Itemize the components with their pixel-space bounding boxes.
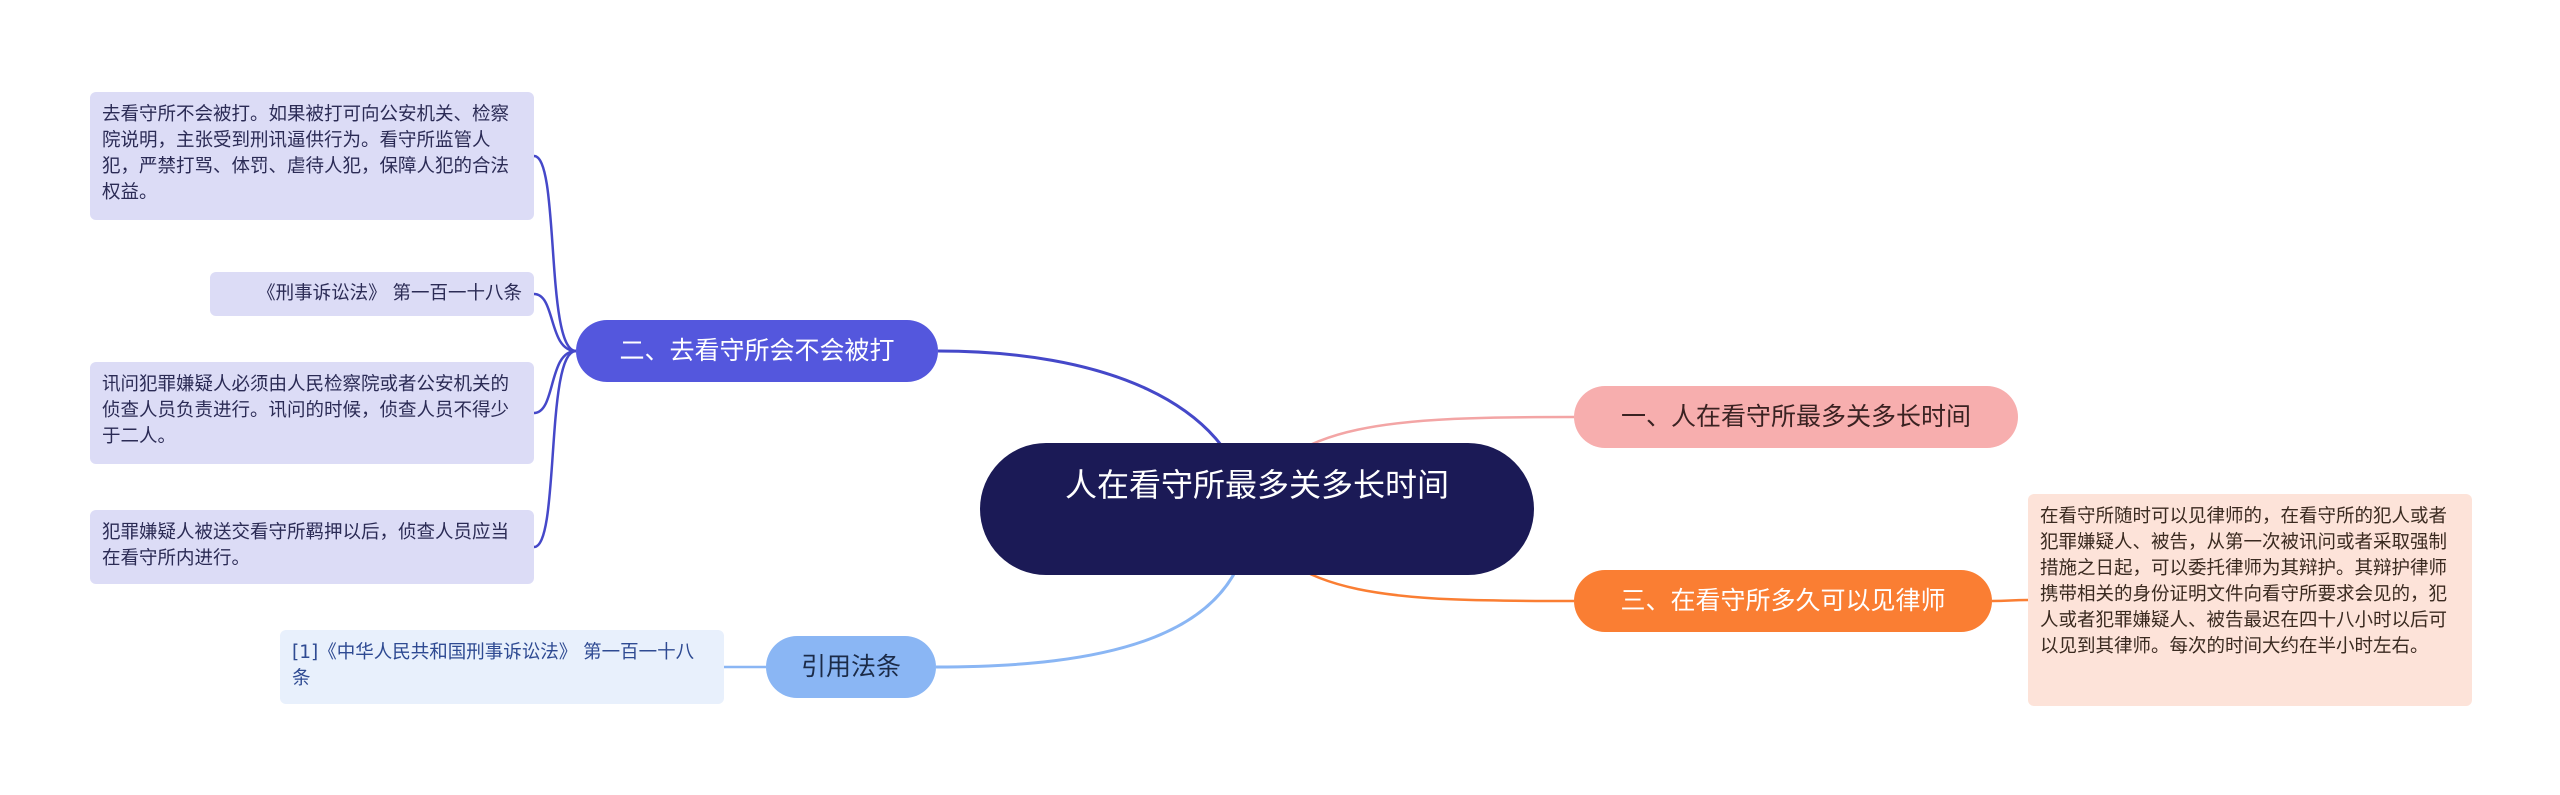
link-left-leaf-2 (533, 292, 577, 353)
branch-max-detention[interactable]: 一、人在看守所最多关多长时间 (1574, 386, 2018, 448)
leaf-interrogation-rule[interactable]: 讯问犯罪嫌疑人必须由人民检察院或者公安机关的侦查人员负责进行。讯问的时候，侦查人… (90, 362, 534, 464)
leaf-custody-interrogation[interactable]: 犯罪嫌疑人被送交看守所羁押以后，侦查人员应当在看守所内进行。 (90, 510, 534, 584)
leaf-reference-item[interactable]: [1]《中华人民共和国刑事诉讼法》 第一百一十八条 (280, 630, 724, 704)
link-left-leaf-3 (533, 349, 577, 415)
leaf-law-article[interactable]: 《刑事诉讼法》 第一百一十八条 (210, 272, 534, 316)
link-right-three-leaf (1991, 598, 2029, 603)
central-topic[interactable]: 人在看守所最多关多长时间 (980, 443, 1534, 575)
leaf-lawyer-visit-detail[interactable]: 在看守所随时可以见律师的，在看守所的犯人或者犯罪嫌疑人、被告，从第一次被讯问或者… (2028, 494, 2472, 706)
link-left-leaf-4 (533, 349, 577, 549)
branch-lawyer-visit[interactable]: 三、在看守所多久可以见律师 (1574, 570, 1992, 632)
link-left-leaf-1 (533, 154, 577, 353)
branch-references[interactable]: 引用法条 (766, 636, 936, 698)
branch-beaten-question[interactable]: 二、去看守所会不会被打 (576, 320, 938, 382)
leaf-beaten-answer[interactable]: 去看守所不会被打。如果被打可向公安机关、检察院说明，主张受到刑讯逼供行为。看守所… (90, 92, 534, 220)
